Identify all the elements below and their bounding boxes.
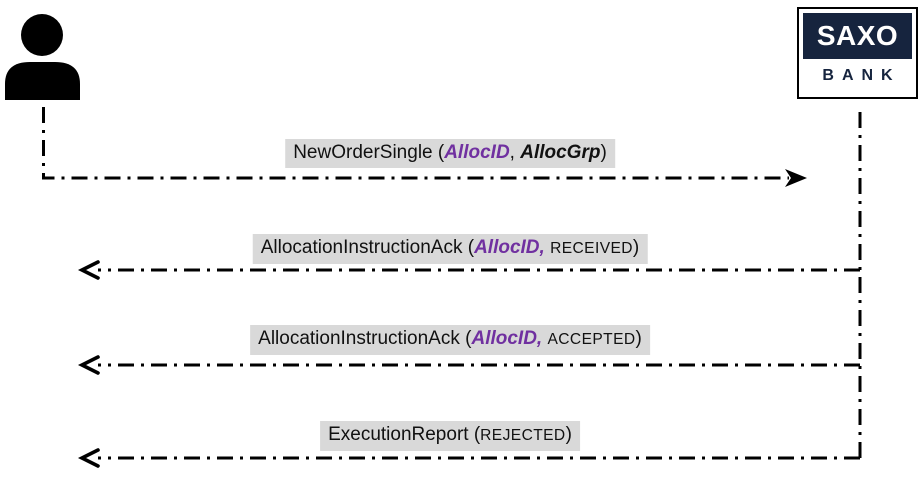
client-lifeline-and-arrow-new-order-single bbox=[42, 107, 789, 180]
message-text: ) bbox=[635, 328, 642, 349]
message-label-allocation-ack-received: AllocationInstructionAck (AllocID, RECEI… bbox=[252, 234, 648, 264]
message-text: ExecutionReport ( bbox=[328, 424, 481, 445]
status-rejected: REJECTED bbox=[480, 427, 566, 444]
person-icon bbox=[5, 14, 80, 100]
message-text: NewOrderSingle ( bbox=[293, 142, 445, 163]
arrowhead-right-icon bbox=[785, 169, 807, 187]
message-text: ) bbox=[600, 142, 607, 163]
arrowhead-left-icon bbox=[77, 260, 100, 280]
saxo-wordmark: SAXO bbox=[803, 13, 912, 59]
message-text: AllocationInstructionAck ( bbox=[258, 328, 472, 349]
alloc-id-param: AllocID, bbox=[471, 328, 543, 349]
message-label-execution-report: ExecutionReport (REJECTED) bbox=[320, 421, 580, 451]
status-accepted: ACCEPTED bbox=[547, 331, 636, 348]
message-text: , bbox=[509, 142, 521, 163]
status-received: RECEIVED bbox=[550, 240, 633, 257]
message-label-new-order-single: NewOrderSingle (AllocID, AllocGrp) bbox=[285, 139, 615, 168]
message-text: ) bbox=[632, 237, 640, 258]
bank-wordmark: BANK bbox=[822, 67, 901, 84]
bank-logo: SAXO BANK bbox=[797, 7, 918, 99]
alloc-id-param: AllocID bbox=[444, 142, 510, 163]
message-label-allocation-ack-accepted: AllocationInstructionAck (AllocID, ACCEP… bbox=[250, 325, 650, 355]
alloc-id-param: AllocID, bbox=[474, 237, 545, 258]
arrowhead-left-icon bbox=[77, 448, 100, 468]
alloc-grp-param: AllocGrp bbox=[520, 142, 601, 163]
message-text: AllocationInstructionAck ( bbox=[260, 237, 475, 258]
message-text: ) bbox=[565, 424, 572, 445]
arrowhead-left-icon bbox=[77, 355, 100, 375]
